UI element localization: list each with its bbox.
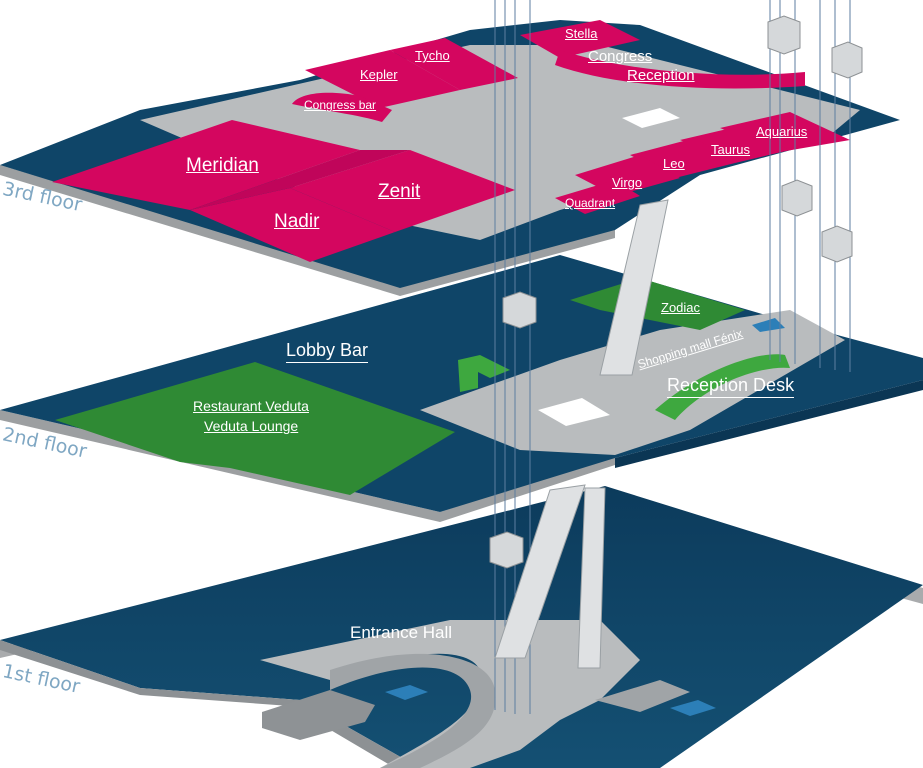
floor-2	[0, 255, 923, 522]
floor-1-slab-edge	[0, 640, 420, 768]
reception-desk-counter	[655, 354, 790, 420]
lobby-floor	[420, 310, 845, 455]
taurus-room	[680, 126, 790, 163]
floor-1	[0, 486, 923, 768]
staircase-1-2	[494, 484, 586, 659]
room-link-restaurant-veduta[interactable]: Restaurant Veduta	[193, 398, 309, 414]
room-link-taurus[interactable]: Taurus	[711, 142, 751, 157]
room-link-meridian[interactable]: Meridian	[186, 155, 259, 176]
tycho-room	[390, 38, 518, 90]
congress-bar	[292, 92, 392, 122]
elevator-cabin	[767, 15, 801, 55]
elevator-cabin	[489, 531, 524, 569]
entrance-arrow-left	[385, 685, 428, 700]
upper-stairwell	[622, 108, 680, 128]
room-link-leo[interactable]: Leo	[663, 156, 685, 171]
zodiac-area	[570, 278, 745, 330]
room-link-virgo[interactable]: Virgo	[612, 175, 643, 190]
side-platform	[595, 680, 690, 712]
room-link-zenit[interactable]: Zenit	[378, 181, 421, 202]
room-link-tycho[interactable]: Tycho	[415, 48, 450, 63]
entrance-arrow-right	[670, 700, 716, 716]
room-link-zodiac[interactable]: Zodiac	[661, 300, 701, 315]
aquarius-room	[720, 112, 850, 152]
meridian-room	[52, 120, 360, 210]
elevator-cabin	[831, 41, 863, 79]
kepler-room	[305, 50, 460, 108]
room-link-congress-bar[interactable]: Congress bar	[304, 98, 377, 112]
drop-off-island	[262, 690, 375, 740]
room-link-aquarius[interactable]: Aquarius	[756, 124, 808, 139]
elevator-cabins	[489, 15, 863, 569]
staircases	[494, 199, 669, 669]
floor-2-edge-right	[615, 380, 923, 468]
escalator-arrow-2	[752, 318, 785, 332]
room-link-kepler[interactable]: Kepler	[360, 67, 398, 82]
elevator-cabin	[781, 179, 813, 217]
zenit-room	[290, 150, 515, 232]
nadir-room	[190, 188, 395, 262]
quadrant-room	[555, 180, 640, 214]
room-link-veduta-lounge[interactable]: Veduta Lounge	[204, 418, 299, 434]
room-link-nadir[interactable]: Nadir	[274, 211, 320, 232]
entrance-hall-label: Entrance Hall	[350, 623, 453, 642]
room-link-quadrant[interactable]: Quadrant	[565, 196, 616, 210]
restaurant-area	[55, 362, 455, 495]
elevator-cabin	[502, 291, 537, 329]
elevator-cabin	[821, 225, 853, 263]
staircase-2-3	[599, 199, 669, 376]
stella-room	[520, 20, 640, 58]
lobby-bar-label: Lobby Bar	[286, 340, 369, 363]
floor-3	[0, 20, 900, 296]
room-link-reception[interactable]: Reception	[627, 67, 695, 84]
entrance-hall-floor	[260, 620, 640, 768]
lobby-bar-counter	[458, 355, 510, 392]
driveway	[330, 653, 496, 768]
room-link-stella[interactable]: Stella	[565, 26, 598, 41]
staircase-1-2b	[577, 487, 606, 669]
congress-reception	[555, 50, 805, 89]
room-link-congress[interactable]: Congress	[588, 48, 653, 65]
lobby-stairwell	[538, 398, 610, 426]
reception-desk-label: Reception Desk	[667, 375, 795, 398]
